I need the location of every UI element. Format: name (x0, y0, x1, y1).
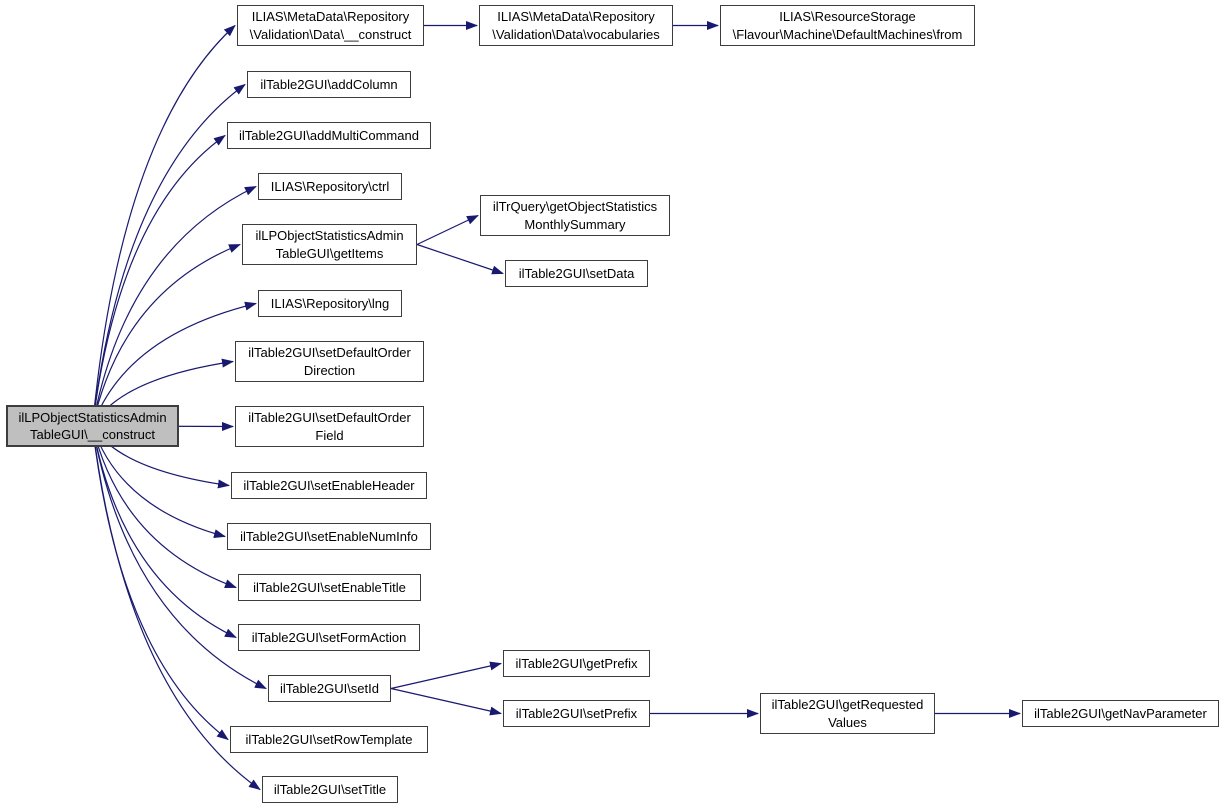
node-label-line: ilTable2GUI\setFormAction (251, 629, 407, 645)
node-set-form-action[interactable]: ilTable2GUI\setFormAction (238, 624, 420, 651)
node-label-line: Direction (303, 362, 356, 378)
node-set-title[interactable]: ilTable2GUI\setTitle (262, 776, 398, 803)
node-add-column[interactable]: ilTable2GUI\addColumn (247, 71, 411, 98)
edge-set-id-to-set-prefix (390, 687, 502, 716)
node-add-multi-command[interactable]: ilTable2GUI\addMultiCommand (227, 122, 431, 149)
node-label-line: ilLPObjectStatisticsAdmin (18, 409, 167, 425)
node-label-line: ilTable2GUI\setData (518, 265, 635, 281)
edge-construct-to-lng (91, 301, 257, 427)
node-label-line: \Validation\Data\__construct (249, 26, 412, 42)
node-label-line: TableGUI\getItems (275, 245, 384, 261)
edge-construct-to-set-title (91, 425, 261, 791)
edge-construct-to-add-multi-command (91, 134, 226, 427)
node-label-line: Field (315, 427, 344, 443)
node-set-data[interactable]: ilTable2GUI\setData (505, 260, 648, 287)
node-label-line: \Flavour\Machine\DefaultMachines\from (732, 26, 963, 42)
node-label-line: ILIAS\MetaData\Repository (497, 9, 655, 25)
node-label-line: ilTable2GUI\getNavParameter (1034, 705, 1207, 721)
node-label-line: ilTable2GUI\setPrefix (515, 705, 638, 721)
edge-construct-to-md-construct (91, 24, 236, 427)
node-label-line: Values (828, 714, 867, 730)
node-label-line: ilTable2GUI\setEnableTitle (253, 579, 406, 595)
node-label-line: ILIAS\Repository\lng (270, 295, 390, 311)
node-label-line: ilLPObjectStatisticsAdmin (255, 228, 404, 244)
node-ctrl[interactable]: ILIAS\Repository\ctrl (258, 173, 402, 200)
node-label-line: ilTable2GUI\getPrefix (515, 655, 638, 671)
node-label-line: ilTable2GUI\setDefaultOrder (248, 345, 411, 361)
node-label-line: MonthlySummary (524, 216, 626, 232)
node-md-construct[interactable]: ILIAS\MetaData\Repository\Validation\Dat… (237, 5, 424, 46)
node-get-nav-parameter[interactable]: ilTable2GUI\getNavParameter (1022, 700, 1219, 727)
node-vocabularies[interactable]: ILIAS\MetaData\Repository\Validation\Dat… (479, 5, 673, 46)
node-set-enable-title[interactable]: ilTable2GUI\setEnableTitle (238, 574, 421, 601)
node-label-line: ilTrQuery\getObjectStatistics (492, 199, 658, 215)
node-label-line: ILIAS\ResourceStorage (779, 9, 916, 25)
edge-construct-to-set-form-action (91, 425, 237, 639)
node-label-line: \Validation\Data\vocabularies (492, 26, 660, 42)
node-set-enable-header[interactable]: ilTable2GUI\setEnableHeader (231, 472, 427, 499)
node-set-prefix[interactable]: ilTable2GUI\setPrefix (503, 700, 650, 727)
node-label-line: ilTable2GUI\addColumn (260, 76, 398, 92)
node-lng[interactable]: ILIAS\Repository\lng (258, 290, 402, 317)
node-label-line: ilTable2GUI\setRowTemplate (245, 731, 413, 747)
node-label-line: ilTable2GUI\setId (280, 680, 379, 696)
edge-construct-to-set-enable-title (91, 425, 237, 589)
edge-construct-to-get-items (91, 243, 241, 427)
edge-construct-to-ctrl (91, 185, 257, 427)
edge-get-items-to-set-data (416, 243, 504, 275)
node-label-line: ilTable2GUI\setEnableNumInfo (240, 528, 418, 544)
node-label-line: ILIAS\Repository\ctrl (270, 178, 390, 194)
edge-get-items-to-monthly-summary (416, 214, 479, 246)
node-label-line: ilTable2GUI\setEnableHeader (243, 477, 415, 493)
node-set-id[interactable]: ilTable2GUI\setId (268, 675, 391, 702)
node-set-enable-num-info[interactable]: ilTable2GUI\setEnableNumInfo (227, 523, 431, 550)
node-set-row-template[interactable]: ilTable2GUI\setRowTemplate (230, 726, 428, 753)
edge-construct-to-add-column (91, 83, 246, 427)
node-get-prefix[interactable]: ilTable2GUI\getPrefix (503, 650, 650, 677)
edge-construct-to-set-row-template (91, 425, 229, 741)
edge-construct-to-set-id (91, 425, 267, 690)
edge-set-id-to-get-prefix (390, 661, 502, 690)
node-default-machines-from[interactable]: ILIAS\ResourceStorage\Flavour\Machine\De… (720, 5, 975, 46)
node-label-line: ILIAS\MetaData\Repository (251, 9, 410, 25)
node-label-line: TableGUI\__construct (29, 427, 155, 442)
node-label-line: ilTable2GUI\setTitle (273, 781, 387, 797)
node-label-line: ilTable2GUI\setDefaultOrder (248, 410, 411, 426)
node-label-line: ilTable2GUI\getRequested (771, 697, 924, 713)
node-label-line: ilTable2GUI\addMultiCommand (239, 127, 419, 143)
